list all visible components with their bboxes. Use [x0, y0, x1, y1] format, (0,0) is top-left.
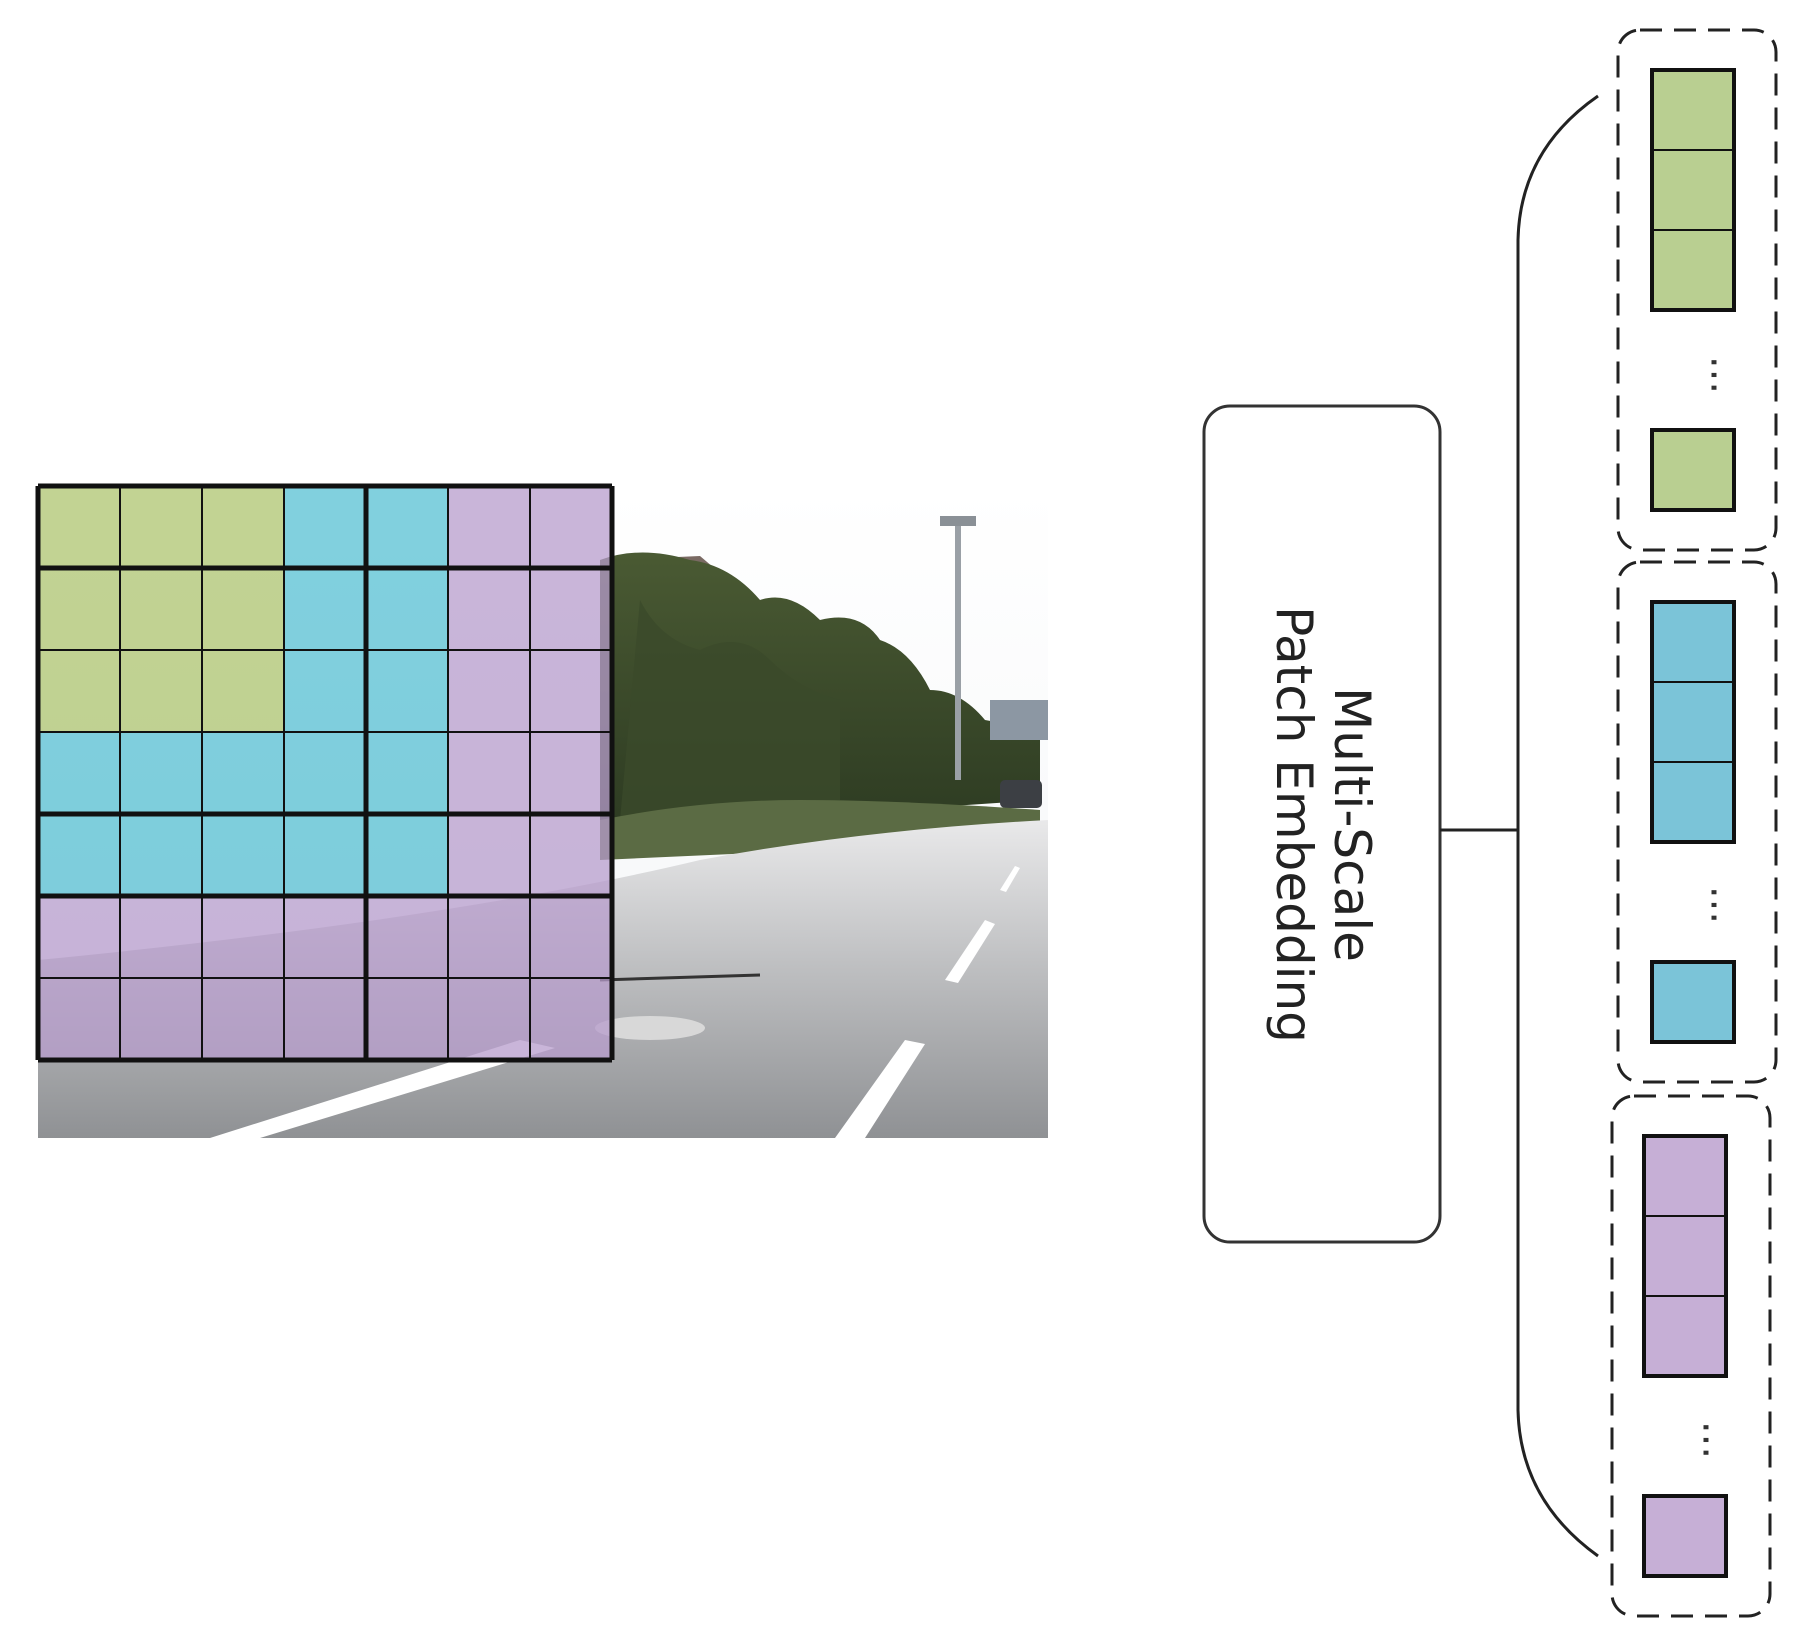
patch-cell-blue — [284, 732, 366, 814]
purple-tokens-stack-outline — [1642, 1134, 1728, 1378]
patch-cell-green — [202, 568, 284, 650]
patch-cell-purple — [284, 896, 366, 978]
patch-cell-green — [120, 568, 202, 650]
scene-lane-mark-4 — [1000, 866, 1020, 892]
patch-cell-blue — [366, 486, 448, 568]
green-tokens-last-token — [1650, 428, 1736, 512]
purple-tokens-dashed-box — [1610, 1094, 1772, 1618]
patch-cell-purple — [120, 978, 202, 1060]
patch-cell-blue — [366, 814, 448, 896]
patch-cell-purple — [530, 568, 612, 650]
module-label-line2: Patch Embedding — [1265, 605, 1324, 1043]
patch-cell-blue — [38, 814, 120, 896]
purple-tokens-ellipsis: ··· — [1682, 1421, 1728, 1459]
blue-tokens-last-token — [1650, 960, 1736, 1044]
patch-cell-blue — [284, 814, 366, 896]
scene-lane-mark-3 — [945, 920, 995, 983]
patch-cell-green — [202, 650, 284, 732]
patch-cell-blue — [366, 650, 448, 732]
patch-cell-purple — [448, 486, 530, 568]
patch-cell-blue — [284, 486, 366, 568]
patch-embedding-label: Multi-Scale Patch Embedding — [1204, 406, 1440, 1242]
purple-tokens-stack-cell — [1643, 1135, 1727, 1217]
patch-cell-purple — [530, 978, 612, 1060]
token-groups: ··· ··· ··· — [1610, 28, 1778, 1618]
patch-cell-purple — [448, 568, 530, 650]
purple-tokens-stack-cell — [1643, 1215, 1727, 1297]
patch-cell-purple — [120, 896, 202, 978]
patch-cell-blue — [202, 732, 284, 814]
purple-tokens-last-token — [1642, 1494, 1728, 1578]
patch-embedding-box — [1202, 404, 1442, 1244]
patch-cell-purple — [284, 978, 366, 1060]
patch-cell-green — [120, 486, 202, 568]
blue-tokens-stack-cell — [1651, 681, 1735, 763]
patch-cell-purple — [448, 978, 530, 1060]
patch-cell-purple — [448, 814, 530, 896]
module-label-line1: Multi-Scale — [1322, 686, 1381, 962]
patch-cell-green — [202, 486, 284, 568]
patch-cell-blue — [120, 732, 202, 814]
blue-tokens-stack-cell — [1651, 601, 1735, 683]
patch-cell-blue — [120, 814, 202, 896]
blue-tokens-stack-outline — [1650, 600, 1736, 844]
scene-crack — [599, 973, 761, 982]
output-brace — [1516, 94, 1599, 1558]
scene-lane-mark-2 — [835, 1040, 925, 1138]
patch-cell-green — [120, 650, 202, 732]
blue-tokens-ellipsis: ··· — [1690, 886, 1736, 924]
patch-cell-purple — [448, 896, 530, 978]
patch-cell-green — [38, 568, 120, 650]
patch-cell-green — [38, 650, 120, 732]
green-tokens-dashed-box — [1616, 28, 1778, 552]
patch-cell-purple — [38, 978, 120, 1060]
patch-cell-purple — [530, 814, 612, 896]
blue-tokens-dashed-box — [1616, 560, 1778, 1084]
patch-cell-purple — [530, 650, 612, 732]
patch-cell-purple — [366, 896, 448, 978]
patch-cell-purple — [448, 732, 530, 814]
scene-lamp-head — [940, 516, 976, 526]
scene-trees-shadow — [620, 600, 840, 820]
patch-cell-blue — [202, 814, 284, 896]
patch-cell-purple — [530, 486, 612, 568]
green-tokens-ellipsis: ··· — [1690, 356, 1736, 394]
patch-cell-purple — [202, 896, 284, 978]
patch-cell-purple — [38, 896, 120, 978]
patch-cell-blue — [284, 650, 366, 732]
patch-cell-blue — [284, 568, 366, 650]
patch-cell-purple — [202, 978, 284, 1060]
patch-grid — [35, 483, 615, 1063]
scene-overpass — [990, 700, 1048, 740]
green-tokens-stack-cell — [1651, 69, 1735, 151]
patch-cell-purple — [530, 732, 612, 814]
blue-tokens-stack-cell — [1651, 761, 1735, 843]
purple-tokens-stack-cell — [1643, 1295, 1727, 1377]
green-tokens-stack-cell — [1651, 149, 1735, 231]
green-tokens-stack-cell — [1651, 229, 1735, 311]
patch-cell-purple — [530, 896, 612, 978]
scene-manhole — [595, 1016, 705, 1040]
patch-cell-blue — [366, 568, 448, 650]
patch-cell-blue — [366, 732, 448, 814]
patch-cell-green — [38, 486, 120, 568]
scene-lamp-pole — [955, 520, 961, 780]
patch-cell-purple — [448, 650, 530, 732]
scene-lane-mark-1 — [210, 1040, 555, 1138]
green-tokens-stack-outline — [1650, 68, 1736, 312]
patch-cell-blue — [38, 732, 120, 814]
patch-cell-purple — [366, 978, 448, 1060]
scene-car — [1000, 780, 1042, 808]
